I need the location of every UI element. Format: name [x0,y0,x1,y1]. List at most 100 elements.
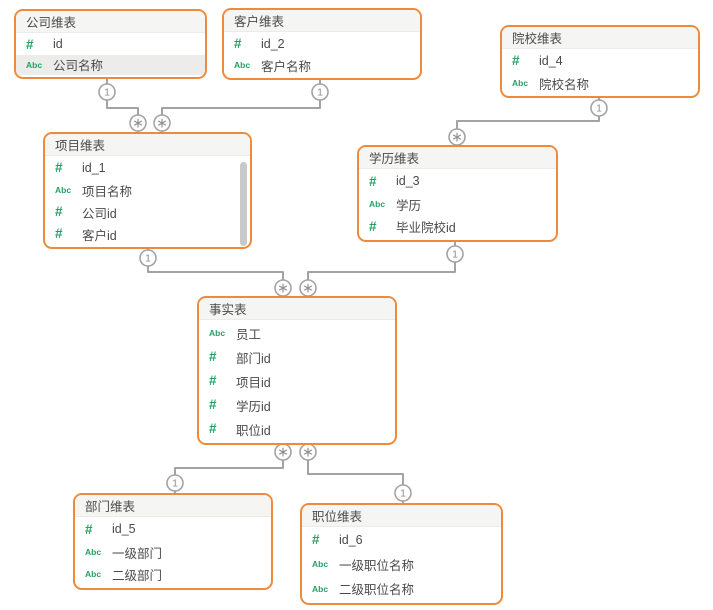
table-header[interactable]: 职位维表 [302,505,501,527]
table-header[interactable]: 公司维表 [16,11,205,33]
cardinality-many-badge[interactable]: ∗ [299,279,317,297]
cardinality-many-badge[interactable]: ∗ [153,114,171,132]
relationship-school-education[interactable]: 1∗ [448,96,608,147]
department-dim-table[interactable]: 部门维表 # id_5 Abc 一级部门 Abc 二级部门 [73,493,273,590]
field-row[interactable]: # 毕业院校id [359,215,556,238]
one-glyph: 1 [452,249,458,261]
field-row[interactable]: # id_4 [502,50,698,72]
table-title: 院校维表 [512,32,563,46]
field-row[interactable]: Abc 公司名称 [16,54,205,75]
field-row[interactable]: # 职位id [199,417,395,441]
field-name: 项目名称 [82,184,133,199]
field-row[interactable]: # id_2 [224,33,420,55]
field-row[interactable]: Abc 院校名称 [502,72,698,94]
field-row[interactable]: # id_6 [302,528,501,552]
field-row[interactable]: Abc 一级部门 [75,541,271,564]
number-field-icon: # [209,349,217,365]
vertical-scrollbar-thumb[interactable] [240,162,247,246]
table-header[interactable]: 部门维表 [75,495,271,517]
cardinality-one-badge[interactable]: 1 [98,83,116,101]
company-dim-table[interactable]: 公司维表 # id Abc 公司名称 [14,9,207,79]
number-field-icon: # [55,160,63,176]
field-row[interactable]: Abc 员工 [199,321,395,345]
many-glyph: ∗ [132,115,144,131]
relationship-company-project[interactable]: 1∗ [98,77,147,134]
string-field-icon: Abc [512,77,529,88]
relationship-fact-department[interactable]: ∗1 [166,443,292,495]
field-row[interactable]: # id_3 [359,170,556,193]
cardinality-one-badge[interactable]: 1 [311,83,329,101]
cardinality-badge-circle [394,484,412,502]
education-dim-table[interactable]: 学历维表 # id_3 Abc 学历 # 毕业院校id [357,145,558,242]
relationship-line[interactable] [174,443,284,495]
cardinality-badge-circle [590,99,608,117]
field-row[interactable]: # id_1 [45,157,250,179]
cardinality-one-badge[interactable]: 1 [139,249,157,267]
field-row[interactable]: Abc 学历 [359,193,556,216]
string-field-icon: Abc [85,546,102,557]
field-row[interactable]: Abc 客户名称 [224,55,420,77]
field-row[interactable]: Abc 一级职位名称 [302,552,501,576]
string-field-icon: Abc [312,559,329,570]
relationship-line[interactable] [307,240,456,298]
table-title: 客户维表 [234,15,285,29]
table-header[interactable]: 项目维表 [45,134,250,156]
position-dim-table[interactable]: 职位维表 # id_6 Abc 一级职位名称 Abc 二级职位名称 [300,503,503,605]
field-name: 毕业院校id [396,221,456,236]
cardinality-one-badge[interactable]: 1 [166,474,184,492]
relationship-line[interactable] [147,247,284,298]
cardinality-many-badge[interactable]: ∗ [274,279,292,297]
cardinality-one-badge[interactable]: 1 [590,99,608,117]
table-header[interactable]: 学历维表 [359,147,556,169]
relationship-line[interactable] [456,96,600,147]
cardinality-many-badge[interactable]: ∗ [299,443,317,461]
string-field-icon: Abc [209,327,226,338]
table-header[interactable]: 事实表 [199,298,395,320]
cardinality-many-badge[interactable]: ∗ [274,443,292,461]
relationship-education-fact[interactable]: 1∗ [299,240,464,298]
field-row[interactable]: # 客户id [45,223,250,245]
string-field-icon: Abc [369,198,386,209]
cardinality-badge-circle [446,245,464,263]
field-name: id_1 [82,161,106,175]
field-name: id_4 [539,54,563,68]
field-row[interactable]: # id [16,34,205,55]
number-field-icon: # [369,173,377,189]
cardinality-badge-circle [166,474,184,492]
field-row[interactable]: Abc 项目名称 [45,179,250,201]
one-glyph: 1 [400,488,406,500]
field-row[interactable]: # 项目id [199,369,395,393]
table-body: # id_3 Abc 学历 # 毕业院校id [359,169,556,240]
cardinality-badge-circle [139,249,157,267]
cardinality-many-badge[interactable]: ∗ [129,114,147,132]
table-header[interactable]: 客户维表 [224,10,420,32]
table-body: # id_1 Abc 项目名称 # 公司id # 客户id [45,156,250,247]
field-row[interactable]: # 学历id [199,393,395,417]
table-title: 公司维表 [26,16,77,30]
field-name: 员工 [236,327,262,342]
one-glyph: 1 [596,103,602,115]
relationship-line[interactable] [307,443,404,505]
relationship-line[interactable] [161,78,321,134]
customer-dim-table[interactable]: 客户维表 # id_2 Abc 客户名称 [222,8,422,80]
field-row[interactable]: Abc 二级职位名称 [302,577,501,601]
cardinality-many-badge[interactable]: ∗ [448,128,466,146]
project-dim-table[interactable]: 项目维表 # id_1 Abc 项目名称 # 公司id # 客户id [43,132,252,249]
relationship-fact-position[interactable]: ∗1 [299,443,412,505]
cardinality-badge-circle [129,114,147,132]
field-row[interactable]: # 公司id [45,201,250,223]
table-header[interactable]: 院校维表 [502,27,698,49]
field-row[interactable]: # id_5 [75,518,271,541]
cardinality-one-badge[interactable]: 1 [446,245,464,263]
school-dim-table[interactable]: 院校维表 # id_4 Abc 院校名称 [500,25,700,98]
field-name: 项目id [236,375,271,390]
field-row[interactable]: Abc 二级部门 [75,563,271,586]
relationship-customer-project[interactable]: 1∗ [153,78,329,134]
cardinality-one-badge[interactable]: 1 [394,484,412,502]
one-glyph: 1 [145,253,151,265]
field-row[interactable]: # 部门id [199,345,395,369]
fact-table[interactable]: 事实表 Abc 员工 # 部门id # 项目id # 学历id # 职位id [197,296,397,445]
relationship-project-fact[interactable]: 1∗ [139,247,292,298]
number-field-icon: # [312,532,320,548]
